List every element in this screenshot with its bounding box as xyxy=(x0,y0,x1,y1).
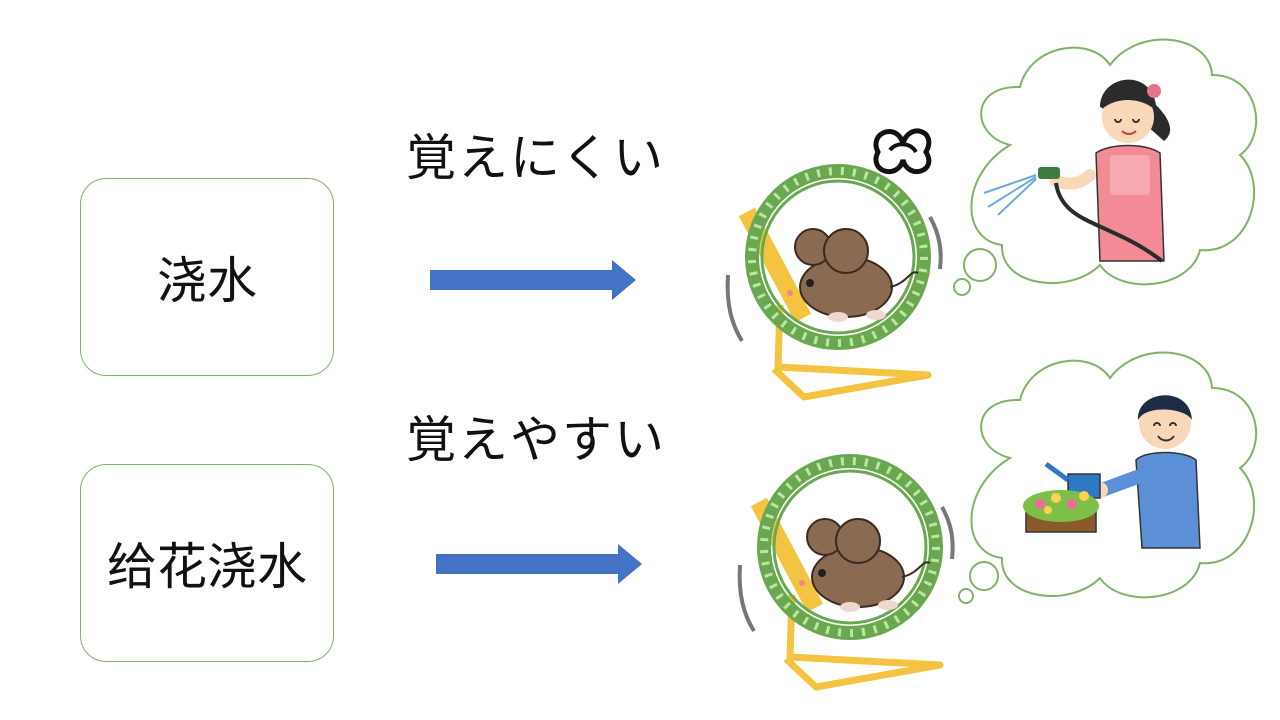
word-box-1: 浇水 xyxy=(80,178,334,376)
mouse-icon xyxy=(799,518,931,612)
verdict-1: 覚えにくい xyxy=(406,129,665,187)
thought-cloud-icon xyxy=(958,351,1257,604)
word-1: 浇水 xyxy=(157,252,257,310)
word-box-2: 给花浇水 xyxy=(80,464,334,662)
thought-cloud-icon xyxy=(953,38,1257,296)
arrow-right-icon xyxy=(430,260,636,300)
hamster-wheel-icon xyxy=(737,454,955,691)
wheel-stand xyxy=(783,594,944,691)
verdict-2: 覚えやすい xyxy=(406,411,666,469)
word-2: 给花浇水 xyxy=(107,538,307,596)
man-watering-can-icon xyxy=(1023,395,1201,549)
dizzy-icon xyxy=(873,128,932,174)
hamster-wheel-icon xyxy=(725,164,943,401)
woman-hose-icon xyxy=(983,79,1171,263)
wheel-stand xyxy=(771,304,932,401)
mouse-icon xyxy=(787,228,919,322)
arrow-right-icon xyxy=(436,544,642,584)
